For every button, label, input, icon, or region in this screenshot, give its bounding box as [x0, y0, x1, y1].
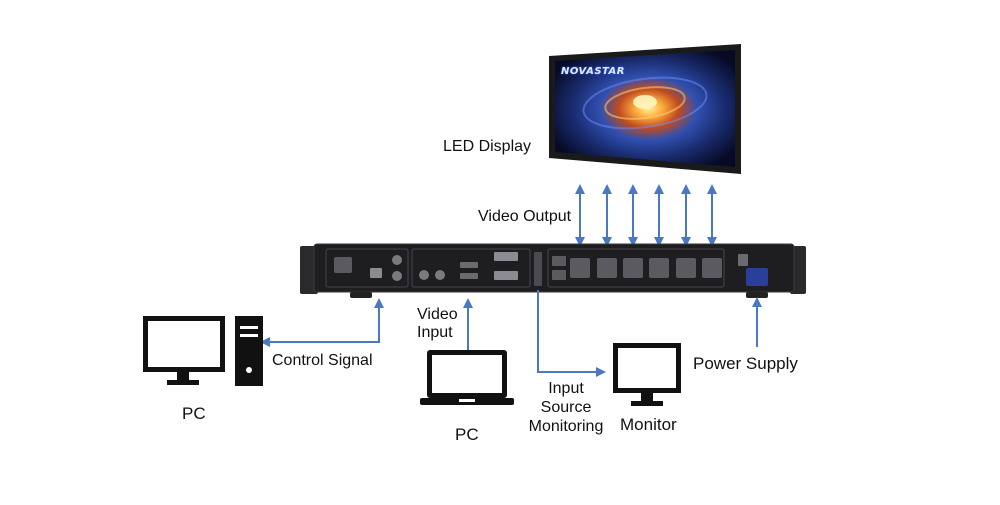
galaxy-arm [604, 86, 686, 120]
pc-monitor-stand [167, 380, 199, 385]
panel-input-section [411, 248, 531, 288]
label-power-supply: Power Supply [693, 354, 798, 373]
label-control-signal: Control Signal [272, 352, 373, 369]
ethernet-output-port [649, 258, 669, 278]
pc-monitor-neck [177, 372, 189, 380]
galaxy-core [633, 95, 657, 109]
display-brand-logo: NOVASTAR [561, 66, 625, 77]
ethernet-output-port [702, 258, 722, 278]
laptop-trackpad [459, 399, 475, 402]
galaxy-arm [582, 76, 708, 130]
laptop-screen [432, 355, 502, 393]
dvi-port [494, 271, 518, 280]
label-video-output: Video Output [478, 208, 572, 225]
bnc-input-port [435, 270, 445, 280]
monitor-device [613, 343, 681, 406]
controller-device [300, 243, 806, 298]
bnc-port [392, 271, 402, 281]
label-monitor: Monitor [620, 415, 677, 434]
monitor-screen [618, 348, 676, 388]
device-foot [746, 292, 768, 298]
device-body [313, 243, 795, 293]
label-pc-desktop: PC [182, 404, 206, 423]
panel-output-section [547, 248, 725, 288]
ethernet-output-port [570, 258, 590, 278]
label-pc-laptop: PC [455, 425, 479, 444]
control-signal-arrow [260, 298, 384, 347]
dvi-port [494, 252, 518, 261]
desktop-pc [143, 316, 263, 386]
usb-port-icon [370, 268, 382, 278]
bnc-port [392, 255, 402, 265]
ethernet-output-port [597, 258, 617, 278]
hdmi-port [460, 262, 478, 268]
label-input-source-monitoring: Input Source Monitoring [528, 380, 604, 435]
laptop-pc [420, 350, 514, 405]
ethernet-output-port [676, 258, 696, 278]
power-socket [746, 268, 768, 286]
output-aux-port [552, 256, 566, 266]
bnc-input-port [419, 270, 429, 280]
device-foot [350, 292, 372, 298]
pc-monitor-screen [148, 321, 220, 367]
monitor-stand [631, 401, 663, 406]
pc-tower-power-icon [246, 367, 252, 373]
led-display [549, 44, 741, 174]
output-aux-port [552, 270, 566, 280]
label-video-input: Video Input [417, 306, 458, 341]
power-switch [738, 254, 748, 266]
pc-tower-slot [240, 334, 258, 337]
ethernet-port-control [334, 257, 352, 273]
monitor-neck [641, 393, 653, 401]
label-led-display: LED Display [443, 138, 532, 155]
input-monitoring-arrow [537, 290, 606, 377]
hdmi-port [460, 273, 478, 279]
ethernet-output-port [623, 258, 643, 278]
video-output-arrows [575, 184, 717, 247]
pc-tower-slot [240, 326, 258, 329]
monitoring-port [534, 252, 542, 286]
panel-control-section [325, 248, 409, 288]
